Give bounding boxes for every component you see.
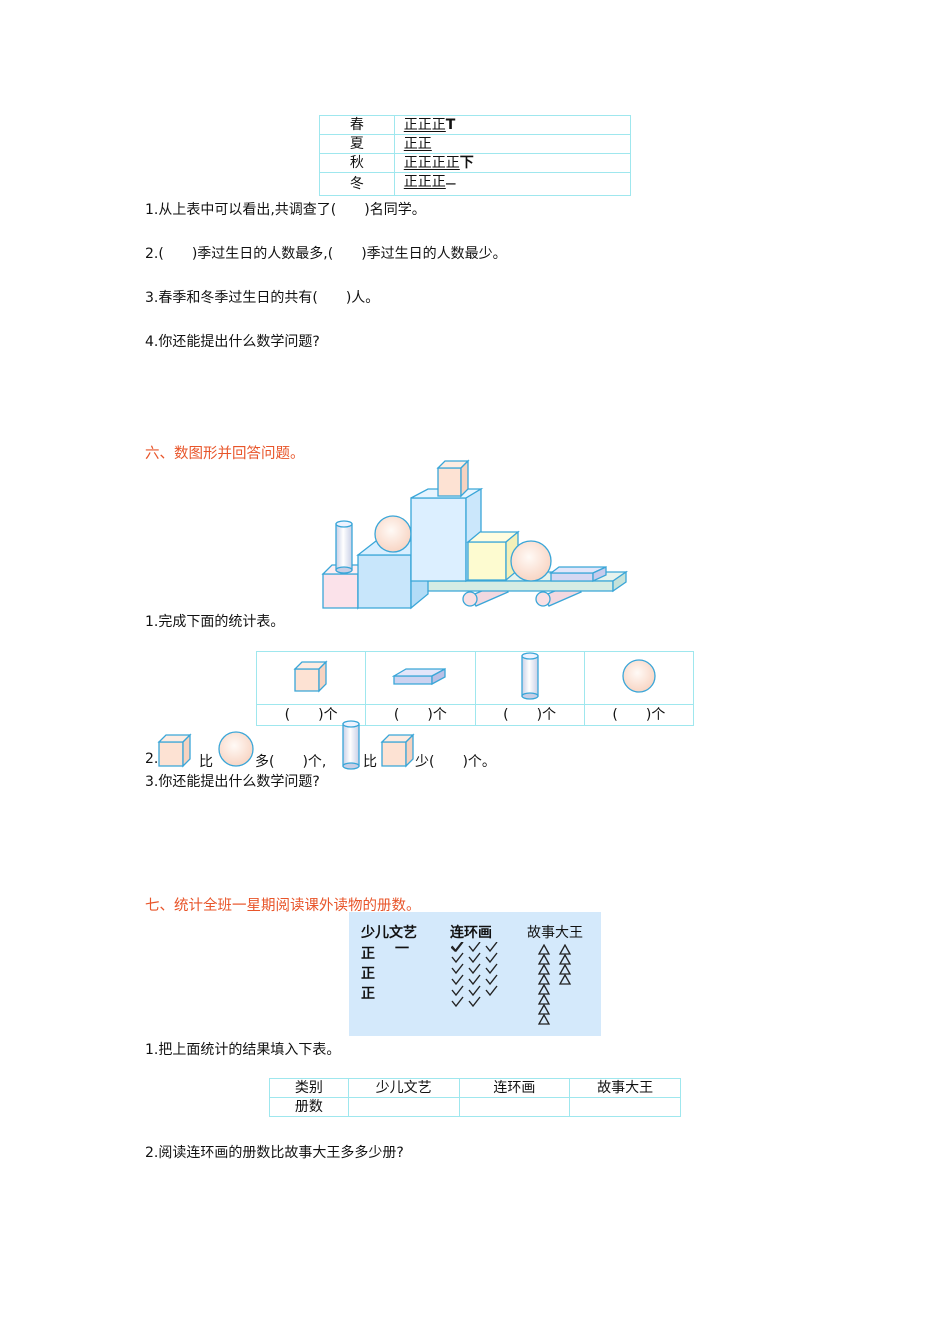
- question-5-4: 4.你还能提出什么数学问题?: [145, 334, 320, 350]
- question-5-3: 3.春季和冬季过生日的共有( )人。: [145, 290, 380, 306]
- sphere-icon: [218, 731, 254, 767]
- category-literature: 少儿文艺: [361, 925, 417, 941]
- book-count-table: 类别 少儿文艺 连环画 故事大王 册数: [269, 1078, 681, 1117]
- table-row: 册数: [269, 1097, 681, 1117]
- table-row: 冬 正正正一: [319, 172, 632, 196]
- question-6-1: 1.完成下面的统计表。: [145, 614, 285, 630]
- table-row: 秋 正正正正下: [319, 153, 632, 173]
- season-cell: 冬: [319, 172, 395, 196]
- section-7-title: 七、统计全班一星期阅读课外读物的册数。: [145, 898, 421, 914]
- cuboid-icon: [391, 667, 447, 686]
- table-row: ( )个 ( )个 ( )个 ( )个: [255, 704, 695, 726]
- category-story-king: 故事大王: [527, 925, 583, 941]
- table-row: 类别 少儿文艺 连环画 故事大王: [269, 1078, 681, 1098]
- header-comics: 连环画: [458, 1078, 571, 1098]
- triangle-marks-tally: [537, 944, 572, 1025]
- category-comics: 连环画: [450, 925, 492, 941]
- tally-cell: 正正正一: [393, 172, 632, 196]
- question-7-1: 1.把上面统计的结果填入下表。: [145, 1042, 341, 1058]
- shape-cell-cylinder: [474, 651, 585, 705]
- shape-cell-sphere: [583, 651, 695, 705]
- table-row: [255, 651, 695, 705]
- question-7-2: 2.阅读连环画的册数比故事大王多多少册?: [145, 1145, 404, 1161]
- story-king-count-blank[interactable]: [569, 1097, 681, 1117]
- season-cell: 春: [319, 115, 395, 135]
- birthday-tally-table: 春 正正正T 夏 正正 秋 正正正正下 冬 正正正一: [319, 115, 632, 196]
- table-row: 夏 正正: [319, 134, 632, 154]
- question-5-1: 1.从上表中可以看出,共调查了( )名同学。: [145, 202, 426, 218]
- row-label-count: 册数: [269, 1097, 349, 1117]
- sphere-icon: [622, 659, 656, 693]
- question-6-2: 2. 比 多( )个, 比 少( )个。: [145, 720, 745, 770]
- cube-icon: [380, 733, 415, 768]
- header-literature: 少儿文艺: [347, 1078, 460, 1098]
- section-6-title: 六、数图形并回答问题。: [145, 446, 305, 462]
- check-marks-tally: [451, 942, 498, 1008]
- cube-icon: [157, 733, 192, 768]
- cylinder-icon: [342, 720, 360, 770]
- building-blocks-illustration: [321, 459, 629, 610]
- shape-count-table: ( )个 ( )个 ( )个 ( )个: [255, 651, 695, 726]
- tally-cell: 正正: [393, 134, 632, 154]
- tally-cell: 正正正正下: [393, 153, 632, 173]
- season-cell: 夏: [319, 134, 395, 154]
- cylinder-count-blank[interactable]: ( )个: [474, 704, 585, 726]
- cylinder-icon: [520, 652, 539, 700]
- cube-icon: [293, 660, 328, 693]
- question-5-2: 2.( )季过生日的人数最多,( )季过生日的人数最少。: [145, 246, 507, 262]
- header-category: 类别: [269, 1078, 349, 1098]
- table-row: 春 正正正T: [319, 115, 632, 135]
- tally-cell: 正正正T: [393, 115, 632, 135]
- literature-count-blank[interactable]: [347, 1097, 460, 1117]
- sphere-count-blank[interactable]: ( )个: [583, 704, 695, 726]
- shape-cell-cuboid: [365, 651, 476, 705]
- comics-count-blank[interactable]: [458, 1097, 571, 1117]
- reading-tally-card: 少儿文艺 正 一 正 正 连环画 故事大王: [349, 912, 601, 1036]
- shape-cell-cube: [255, 651, 367, 705]
- question-6-3: 3.你还能提出什么数学问题?: [145, 774, 320, 790]
- header-story-king: 故事大王: [569, 1078, 681, 1098]
- season-cell: 秋: [319, 153, 395, 173]
- cube-count-blank[interactable]: ( )个: [255, 704, 367, 726]
